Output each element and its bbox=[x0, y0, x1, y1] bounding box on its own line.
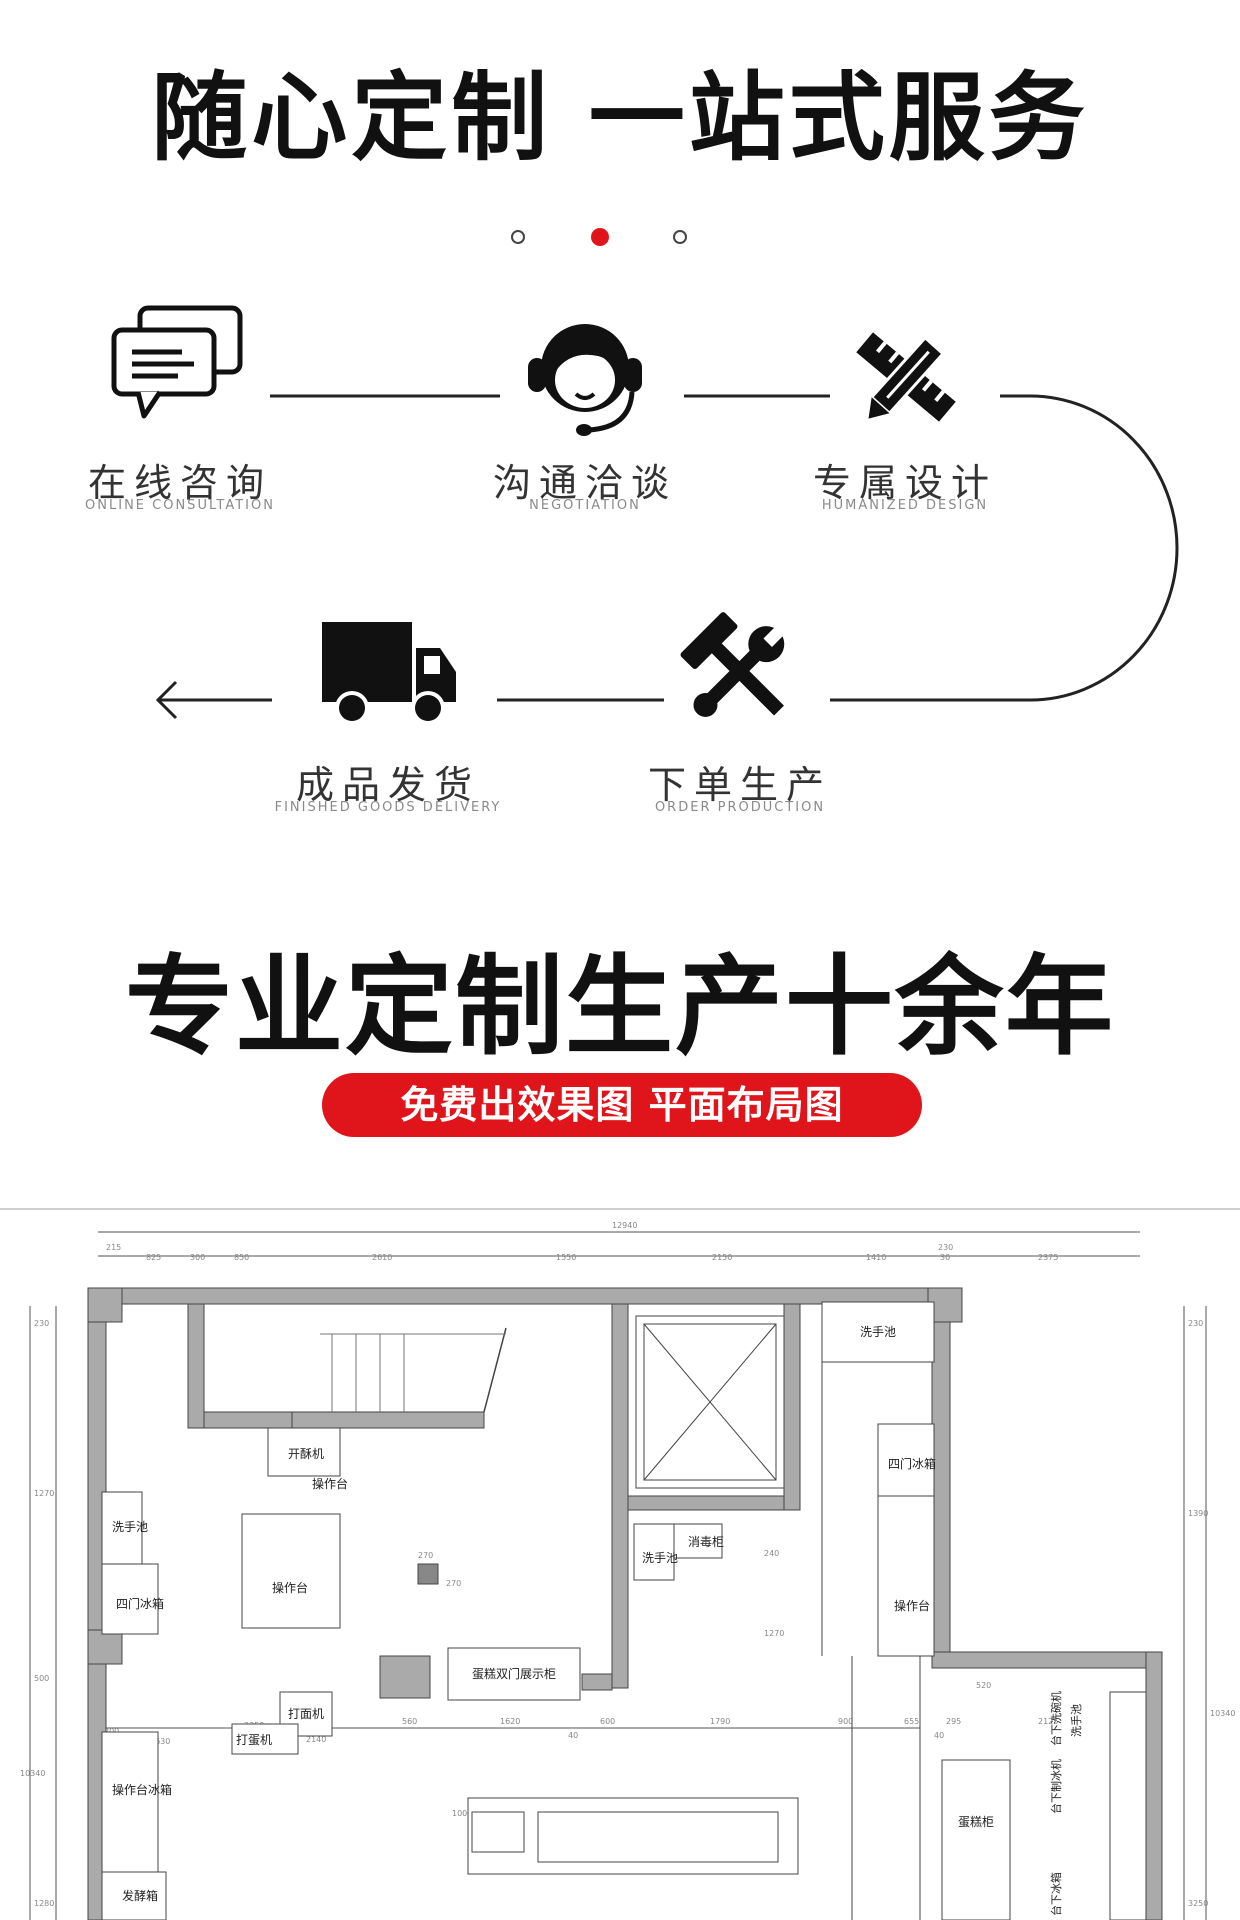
dim-top-2: 825 bbox=[146, 1253, 161, 1262]
dim-mid-20: 1270 bbox=[764, 1629, 784, 1638]
dim-mid-8: 295 bbox=[946, 1717, 961, 1726]
dim-mid-17: 270 bbox=[418, 1551, 433, 1560]
dim-left-2: 1270 bbox=[34, 1489, 54, 1498]
dim-left-3: 500 bbox=[34, 1674, 49, 1683]
label-hand-sink-right: 洗手池 bbox=[860, 1325, 896, 1339]
label-under-ice-maker: 台下制冰机 bbox=[1049, 1759, 1063, 1814]
dim-mid-7: 655 bbox=[904, 1717, 919, 1726]
dim-mid-2: 1620 bbox=[500, 1717, 520, 1726]
step-1-subtitle: ONLINE CONSULTATION bbox=[85, 498, 275, 513]
label-sterilizer: 消毒柜 bbox=[688, 1535, 724, 1549]
label-workbench-center: 操作台 bbox=[272, 1580, 308, 1595]
dim-mid-9: 40 bbox=[934, 1731, 944, 1740]
dim-top-6: 1550 bbox=[556, 1253, 576, 1262]
label-dough-sheeter: 开酥机 bbox=[288, 1447, 324, 1461]
process-flow-lines bbox=[155, 394, 1179, 720]
hammer-wrench-icon bbox=[676, 612, 800, 730]
dim-top-1: 215 bbox=[106, 1243, 121, 1252]
dim-mid-14: 1630 bbox=[150, 1737, 170, 1746]
chat-bubbles-icon bbox=[108, 304, 248, 424]
step-5-subtitle: FINISHED GOODS DELIVERY bbox=[274, 800, 502, 815]
label-proofer: 发酵箱 bbox=[122, 1888, 158, 1903]
dim-mid-10: 1000 bbox=[452, 1809, 472, 1818]
dim-mid-12: 2125 bbox=[1038, 1717, 1058, 1726]
label-mixer: 打面机 bbox=[288, 1707, 324, 1721]
step-4-subtitle: ORDER PRODUCTION bbox=[654, 800, 826, 815]
dim-mid-6: 900 bbox=[838, 1717, 853, 1726]
dim-left-4: 10340 bbox=[20, 1769, 45, 1778]
label-cake-cabinet: 蛋糕柜 bbox=[958, 1815, 994, 1829]
dim-right-4: 3250 bbox=[1188, 1899, 1208, 1908]
label-fridge-left: 四门冰箱 bbox=[116, 1596, 164, 1611]
floor-plan-drawing: 12940 215 825 300 850 2610 1550 2150 141… bbox=[20, 1221, 1235, 1920]
dim-mid-21: 520 bbox=[976, 1681, 991, 1690]
headline: 随心定制 一站式服务 bbox=[151, 62, 1089, 174]
label-workbench-right: 操作台 bbox=[894, 1598, 930, 1613]
headset-agent-icon bbox=[518, 310, 652, 442]
label-fridge-right: 四门冰箱 bbox=[888, 1456, 936, 1471]
step-1-title: 在线咨询 bbox=[87, 461, 272, 505]
carousel-dot-3[interactable] bbox=[673, 230, 687, 244]
section-divider bbox=[0, 1208, 1240, 1210]
dim-top-5: 2610 bbox=[372, 1253, 392, 1262]
carousel-dot-2-active[interactable] bbox=[591, 228, 609, 246]
dim-top-3: 300 bbox=[190, 1253, 205, 1262]
dim-top-8: 1410 bbox=[866, 1253, 886, 1262]
dim-mid-1: 560 bbox=[402, 1717, 417, 1726]
label-under-fridge: 台下冰箱 bbox=[1049, 1872, 1063, 1916]
dim-top-10: 30 bbox=[940, 1253, 950, 1262]
dim-mid-3: 40 bbox=[568, 1731, 578, 1740]
step-2-subtitle: NEGOTIATION bbox=[529, 498, 641, 513]
section-title: 专业定制生产十余年 bbox=[124, 945, 1115, 1070]
dim-left-5: 1280 bbox=[34, 1899, 54, 1908]
dim-total-width: 12940 bbox=[612, 1221, 637, 1230]
carousel-indicator bbox=[0, 228, 1240, 252]
dim-mid-19: 240 bbox=[764, 1549, 779, 1558]
dim-mid-5: 1790 bbox=[710, 1717, 730, 1726]
dim-right-1: 230 bbox=[1188, 1319, 1203, 1328]
dim-top-7: 2150 bbox=[712, 1253, 732, 1262]
label-hand-sink-east: 洗手池 bbox=[1069, 1704, 1083, 1737]
label-hand-sink-mid: 洗手池 bbox=[642, 1551, 678, 1565]
step-3-subtitle: HUMANIZED DESIGN bbox=[821, 498, 989, 513]
dim-mid-4: 600 bbox=[600, 1717, 615, 1726]
label-cake-display: 蛋糕双门展示柜 bbox=[472, 1666, 556, 1681]
dim-top-11: 2375 bbox=[1038, 1253, 1058, 1262]
label-workbench-top: 操作台 bbox=[312, 1476, 348, 1491]
label-counter-fridge: 操作台冰箱 bbox=[112, 1782, 172, 1797]
carousel-dot-1[interactable] bbox=[511, 230, 525, 244]
dim-left-1: 230 bbox=[34, 1319, 49, 1328]
dim-right-3: 10340 bbox=[1210, 1709, 1235, 1718]
free-design-badge: 免费出效果图 平面布局图 bbox=[322, 1073, 922, 1137]
dim-mid-18: 270 bbox=[446, 1579, 461, 1588]
pencil-ruler-icon bbox=[848, 322, 964, 432]
step-3-title: 专属设计 bbox=[812, 461, 997, 505]
label-under-dishwasher: 台下洗碗机 bbox=[1049, 1691, 1063, 1746]
step-2-title: 沟通洽谈 bbox=[492, 461, 677, 505]
dim-right-2: 1390 bbox=[1188, 1509, 1208, 1518]
step-4-title: 下单生产 bbox=[647, 763, 832, 807]
label-egg-beater: 打蛋机 bbox=[236, 1733, 272, 1747]
label-hand-sink-left: 洗手池 bbox=[112, 1520, 148, 1534]
dim-top-9: 230 bbox=[938, 1243, 953, 1252]
delivery-truck-icon bbox=[320, 618, 458, 728]
dim-top-4: 850 bbox=[234, 1253, 249, 1262]
step-5-title: 成品发货 bbox=[295, 763, 480, 807]
dim-mid-16: 2140 bbox=[306, 1735, 326, 1744]
